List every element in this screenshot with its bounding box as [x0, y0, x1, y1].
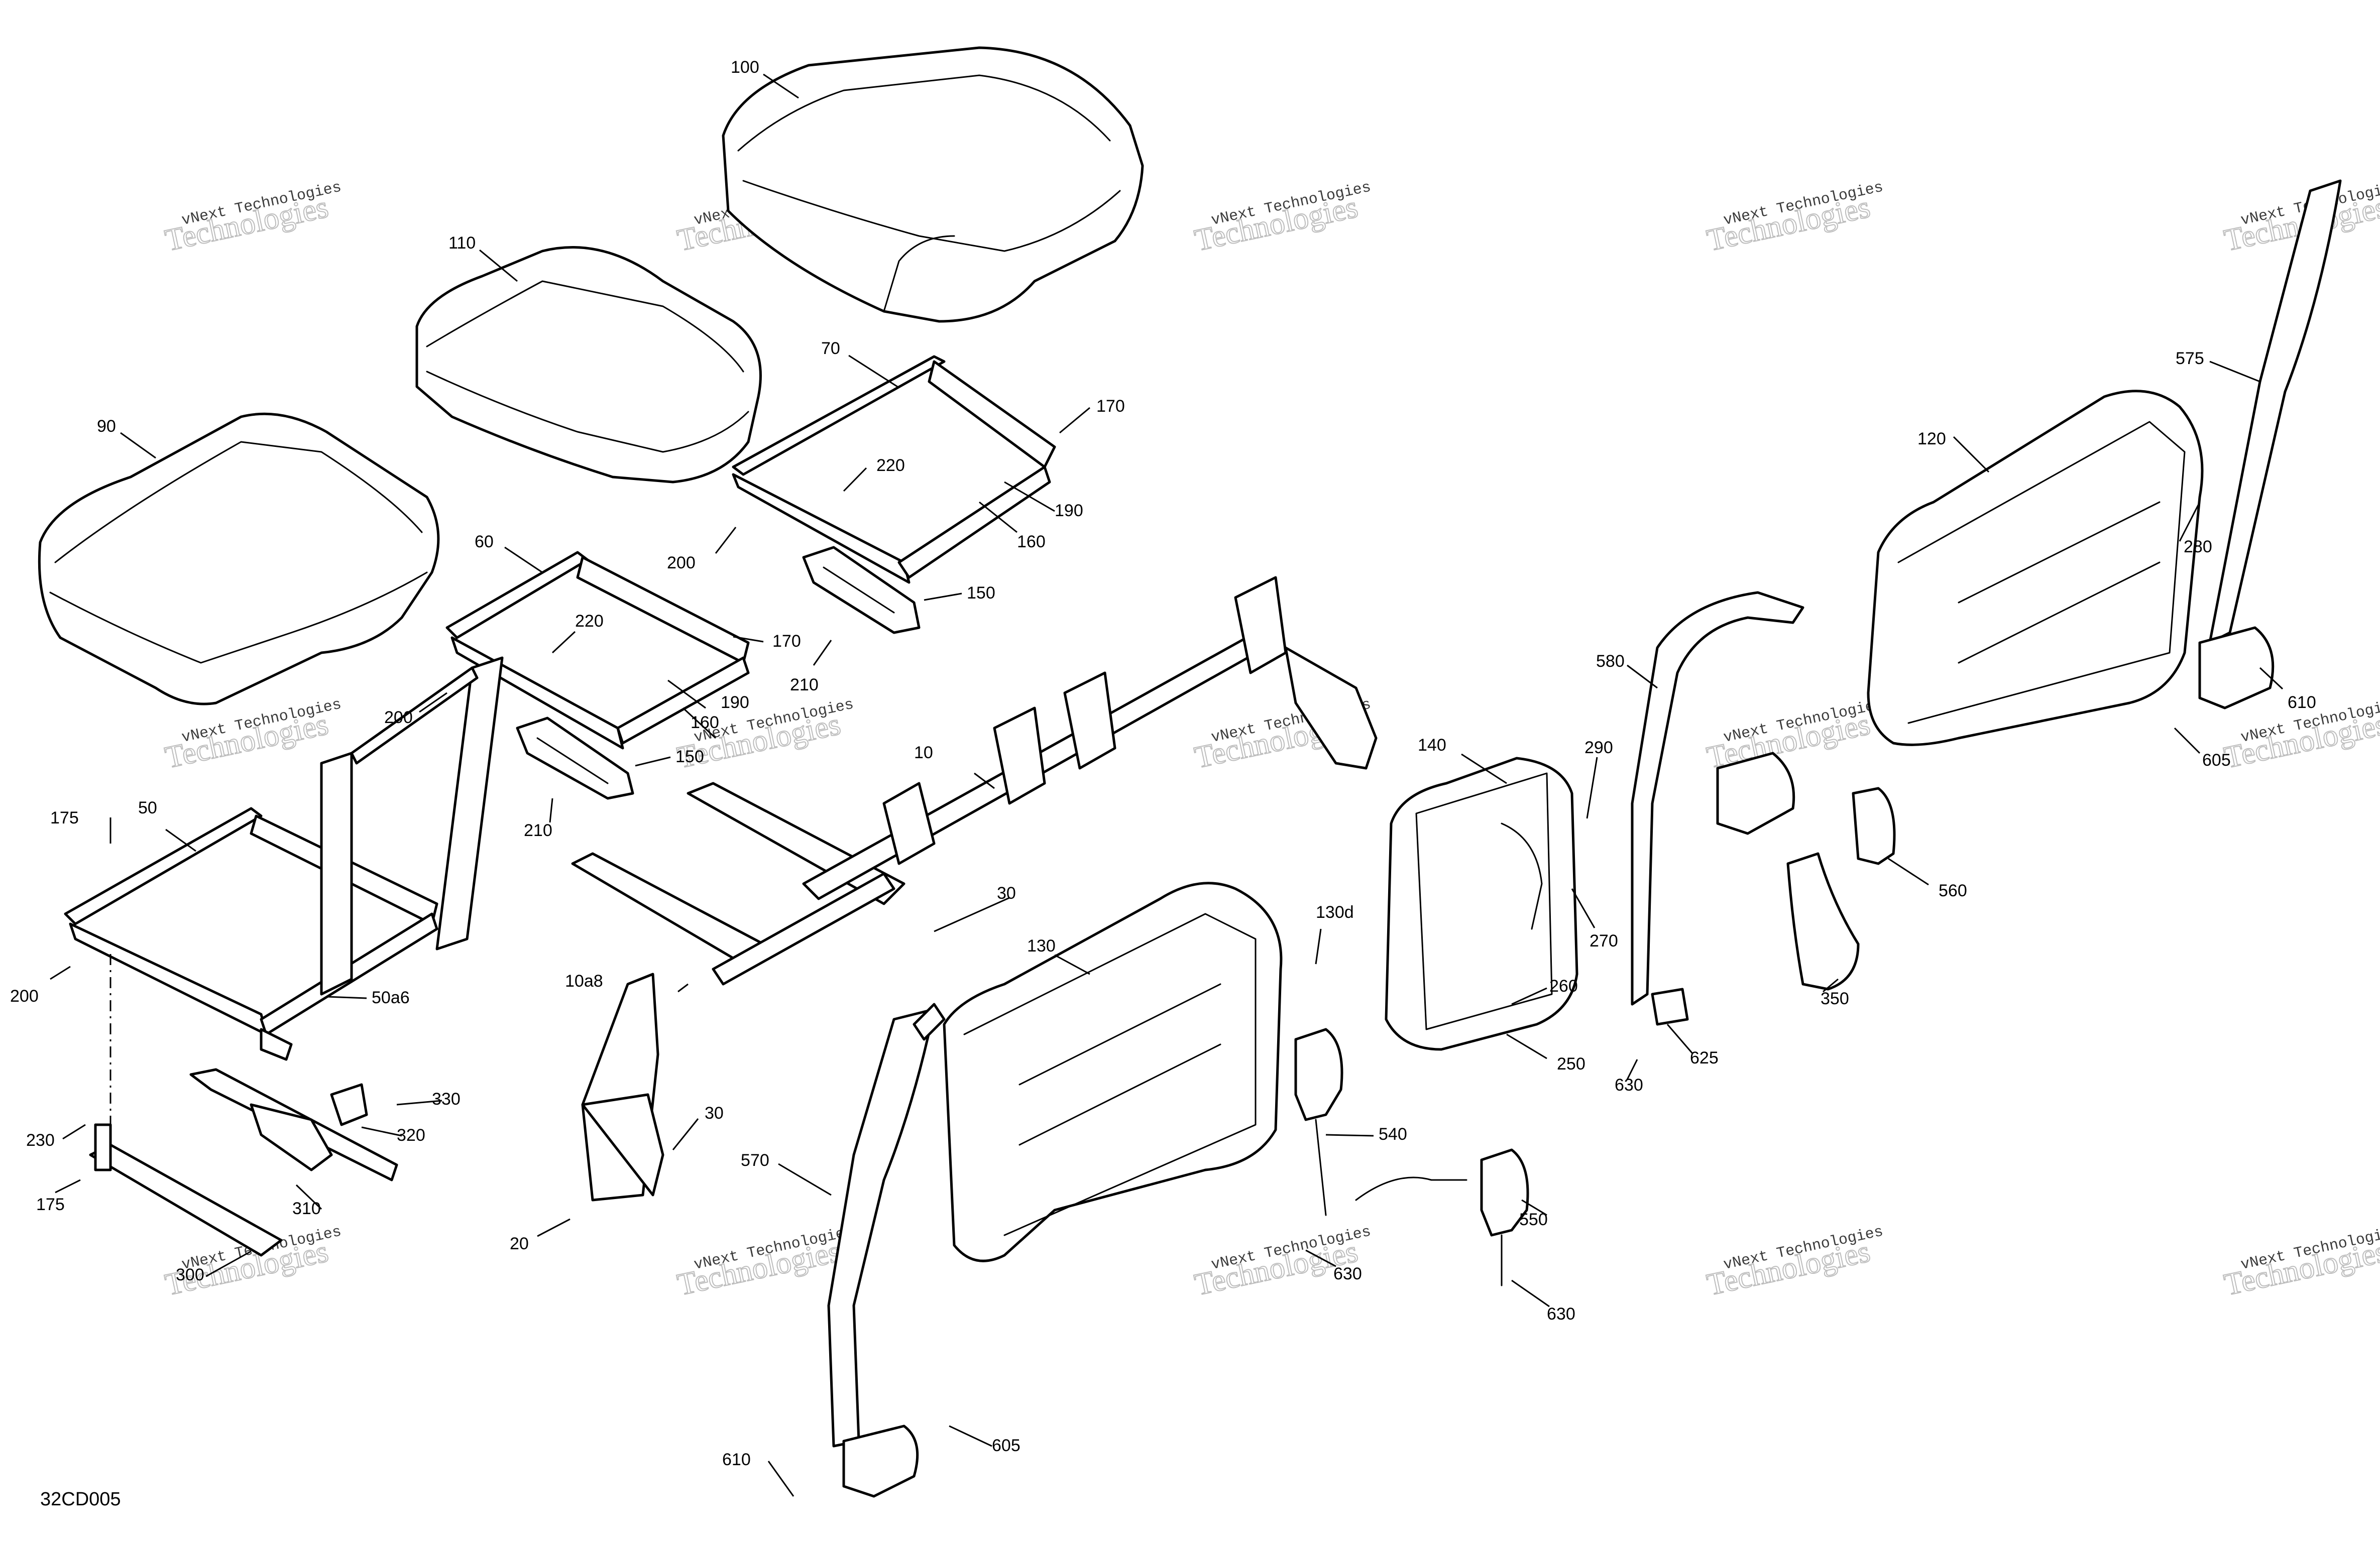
callout-220: 220	[876, 456, 905, 475]
callout-175: 175	[50, 808, 79, 827]
seatbelt-575	[2198, 179, 2342, 709]
callout-175: 175	[36, 1195, 65, 1214]
callout-130d: 130d	[1316, 903, 1354, 922]
callout-10: 10	[914, 743, 933, 762]
bracket-320	[330, 1083, 368, 1126]
callout-230: 230	[26, 1131, 55, 1150]
seat-frame-50	[64, 656, 504, 1061]
seatbelt-580	[1631, 591, 1804, 1026]
callout-30: 30	[705, 1104, 724, 1123]
bracket-150a	[802, 546, 921, 634]
callout-160: 160	[1017, 532, 1046, 551]
callout-250: 250	[1557, 1054, 1585, 1074]
watermark: Technologies vNext Technologies	[1704, 1223, 1885, 1302]
callout-100: 100	[731, 58, 759, 77]
buckle-540	[1294, 1028, 1467, 1216]
callout-210: 210	[790, 675, 819, 694]
callout-210: 210	[524, 821, 552, 840]
diagram-code: 32CD005	[40, 1489, 121, 1510]
backrest-120	[1867, 390, 2204, 746]
bracket-150b	[516, 717, 634, 800]
watermark: Technologies vNext Technologies	[2221, 1223, 2380, 1302]
watermark: Technologies vNext Technologies	[1191, 1223, 1373, 1302]
callout-220: 220	[575, 612, 604, 631]
callout-160: 160	[691, 713, 719, 732]
callout-540: 540	[1379, 1125, 1407, 1144]
callout-610: 610	[722, 1450, 751, 1469]
watermark: Technologies vNext Technologies	[162, 696, 343, 775]
leader-lines	[50, 73, 2284, 1497]
callout-50: 50	[138, 798, 157, 817]
callout-30: 30	[997, 884, 1016, 903]
watermark: Technologies vNext Technologies	[162, 179, 343, 258]
callout-330: 330	[432, 1090, 461, 1109]
callout-570: 570	[741, 1151, 769, 1170]
buckle-560	[1852, 787, 1896, 865]
slide-rail-300	[89, 1123, 283, 1257]
backrest-140	[1385, 757, 1578, 1051]
seat-frame-70	[732, 355, 1056, 584]
seat-cushion-110	[415, 246, 762, 484]
callout-200: 200	[10, 987, 39, 1006]
callout-550: 550	[1519, 1210, 1548, 1229]
seatbelt-570	[827, 1003, 946, 1498]
callout-190: 190	[721, 693, 749, 712]
callout-605: 605	[992, 1436, 1021, 1455]
buckle-550	[1480, 1148, 1529, 1286]
callout-140: 140	[1418, 736, 1446, 755]
callout-630: 630	[1615, 1076, 1643, 1095]
callout-575: 575	[2176, 349, 2204, 368]
callout-110: 110	[448, 233, 476, 253]
callout-120: 120	[1917, 429, 1946, 448]
callout-320: 320	[397, 1126, 425, 1145]
watermark: Technologies vNext Technologies	[1704, 179, 1885, 258]
callout-10a8: 10a8	[565, 972, 603, 991]
callout-610: 610	[2288, 693, 2316, 712]
callout-150: 150	[675, 747, 704, 766]
callout-170: 170	[772, 632, 801, 651]
callout-290: 290	[1584, 738, 1613, 757]
callout-200: 200	[667, 553, 696, 572]
callout-605: 605	[2202, 751, 2231, 770]
callout-190: 190	[1055, 501, 1083, 520]
callout-labels: 100 110 90 70 170 220 190 160 200 150 21…	[10, 58, 2316, 1469]
callout-50a6: 50a6	[372, 988, 410, 1007]
callout-625: 625	[1690, 1048, 1719, 1067]
seat-cushion-100	[722, 46, 1144, 323]
callout-270: 270	[1590, 931, 1618, 951]
seat-cushion-90	[38, 412, 440, 705]
callout-170: 170	[1096, 397, 1125, 416]
callout-560: 560	[1939, 881, 1967, 900]
trim-350	[1786, 852, 1860, 991]
watermark: Technologies vNext Technologies	[1191, 179, 1373, 258]
callout-20: 20	[510, 1234, 529, 1253]
callout-200: 200	[384, 708, 413, 727]
callout-90: 90	[97, 417, 116, 436]
callout-580: 580	[1596, 652, 1625, 671]
watermark: Technologies vNext Technologies	[1704, 696, 1885, 775]
callout-70: 70	[821, 339, 840, 358]
main-frame-10	[571, 576, 1378, 1202]
callout-260: 260	[1549, 977, 1578, 996]
callout-310: 310	[292, 1199, 321, 1218]
callout-350: 350	[1821, 989, 1849, 1008]
callout-130: 130	[1027, 936, 1056, 956]
callout-630: 630	[1547, 1304, 1575, 1324]
callout-630: 630	[1333, 1264, 1362, 1283]
callout-150: 150	[967, 583, 995, 603]
callout-300: 300	[176, 1265, 204, 1284]
backrest-130	[943, 882, 1283, 1262]
callout-60: 60	[475, 532, 494, 551]
slide-rail-310	[189, 1068, 398, 1181]
callout-280: 280	[2184, 537, 2212, 556]
